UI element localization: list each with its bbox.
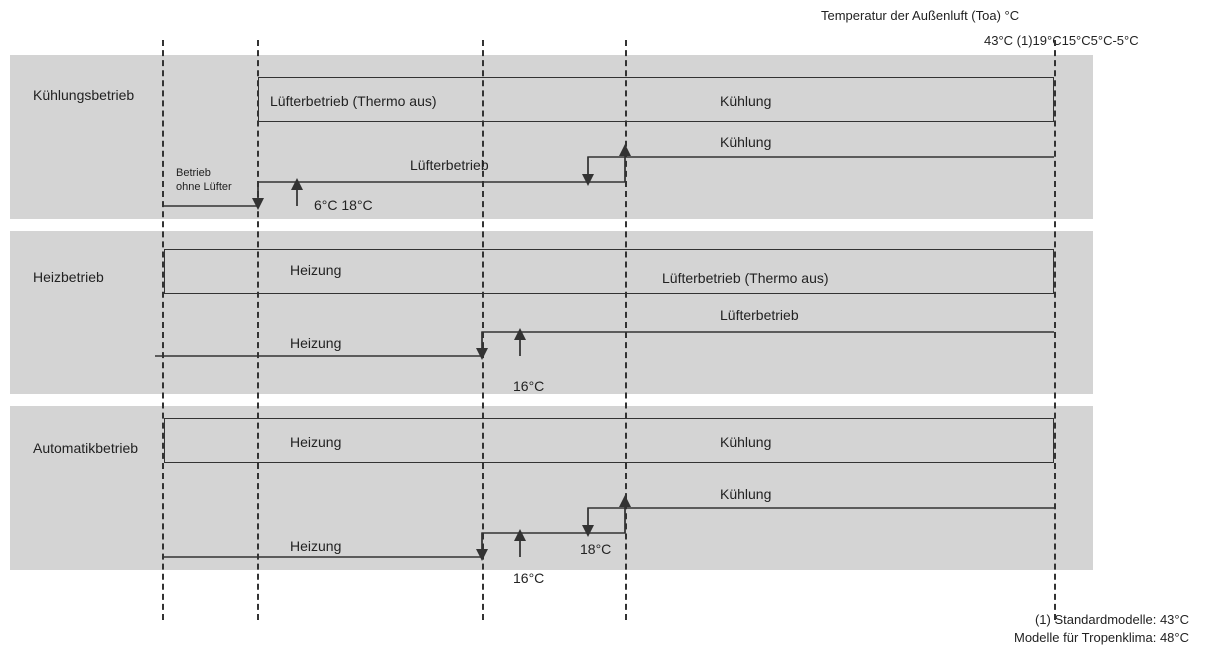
cooling-bar-left-label: Lüfterbetrieb (Thermo aus) — [270, 93, 437, 109]
cooling-nofan-label-2: ohne Lüfter — [176, 181, 232, 193]
separator-4 — [625, 40, 627, 620]
axis-title: Temperatur der Außenluft (Toa) °C — [821, 8, 1020, 23]
heating-lower-label: Heizung — [290, 335, 342, 351]
heating-bar-right-label: Lüfterbetrieb (Thermo aus) — [662, 270, 829, 286]
cooling-upper-label: Kühlung — [720, 134, 772, 150]
auto-mode-label: Automatikbetrieb — [33, 440, 139, 456]
separator-3 — [482, 40, 484, 620]
heating-mode-label: Heizbetrieb — [33, 269, 104, 285]
footnote-line-1: (1) Standardmodelle: 43°C — [1034, 612, 1189, 627]
cooling-nofan-label-1: Betrieb — [176, 167, 211, 179]
heating-bar-left-label: Heizung — [290, 262, 342, 278]
separator-2 — [257, 40, 259, 620]
cooling-band — [10, 55, 1093, 219]
separator-5 — [1054, 40, 1056, 620]
heating-upper-label: Lüfterbetrieb — [720, 307, 799, 323]
auto-bar-right-label: Kühlung — [720, 434, 772, 450]
cooling-mode-label: Kühlungsbetrieb — [33, 87, 135, 103]
separator-1 — [162, 40, 164, 620]
heating-step — [155, 331, 1054, 357]
auto-bar-left-label: Heizung — [290, 434, 342, 450]
heating-mode-bar — [164, 249, 1054, 294]
cooling-fan-label: Lüfterbetrieb — [410, 157, 489, 173]
cooling-hysteresis-label: 6°C 18°C — [314, 197, 373, 213]
auto-step — [164, 507, 1054, 558]
cooling-step-lower — [164, 156, 1054, 207]
footnote-line-2: Modelle für Tropenklima: 48°C — [1014, 630, 1189, 645]
heating-hysteresis-label: 16°C — [513, 378, 545, 394]
auto-band — [10, 406, 1093, 570]
auto-hysteresis-label-18: 18°C — [580, 541, 612, 557]
auto-hysteresis-label-16: 16°C — [513, 570, 545, 586]
auto-lower-label: Heizung — [290, 538, 342, 554]
temperature-labels: 43°C (1)19°C15°C5°C-5°C — [984, 33, 1139, 48]
auto-mode-bar — [164, 418, 1054, 463]
cooling-mode-bar — [258, 77, 1054, 122]
heating-band — [10, 231, 1093, 394]
cooling-bar-right-label: Kühlung — [720, 93, 772, 109]
auto-upper-label: Kühlung — [720, 486, 772, 502]
